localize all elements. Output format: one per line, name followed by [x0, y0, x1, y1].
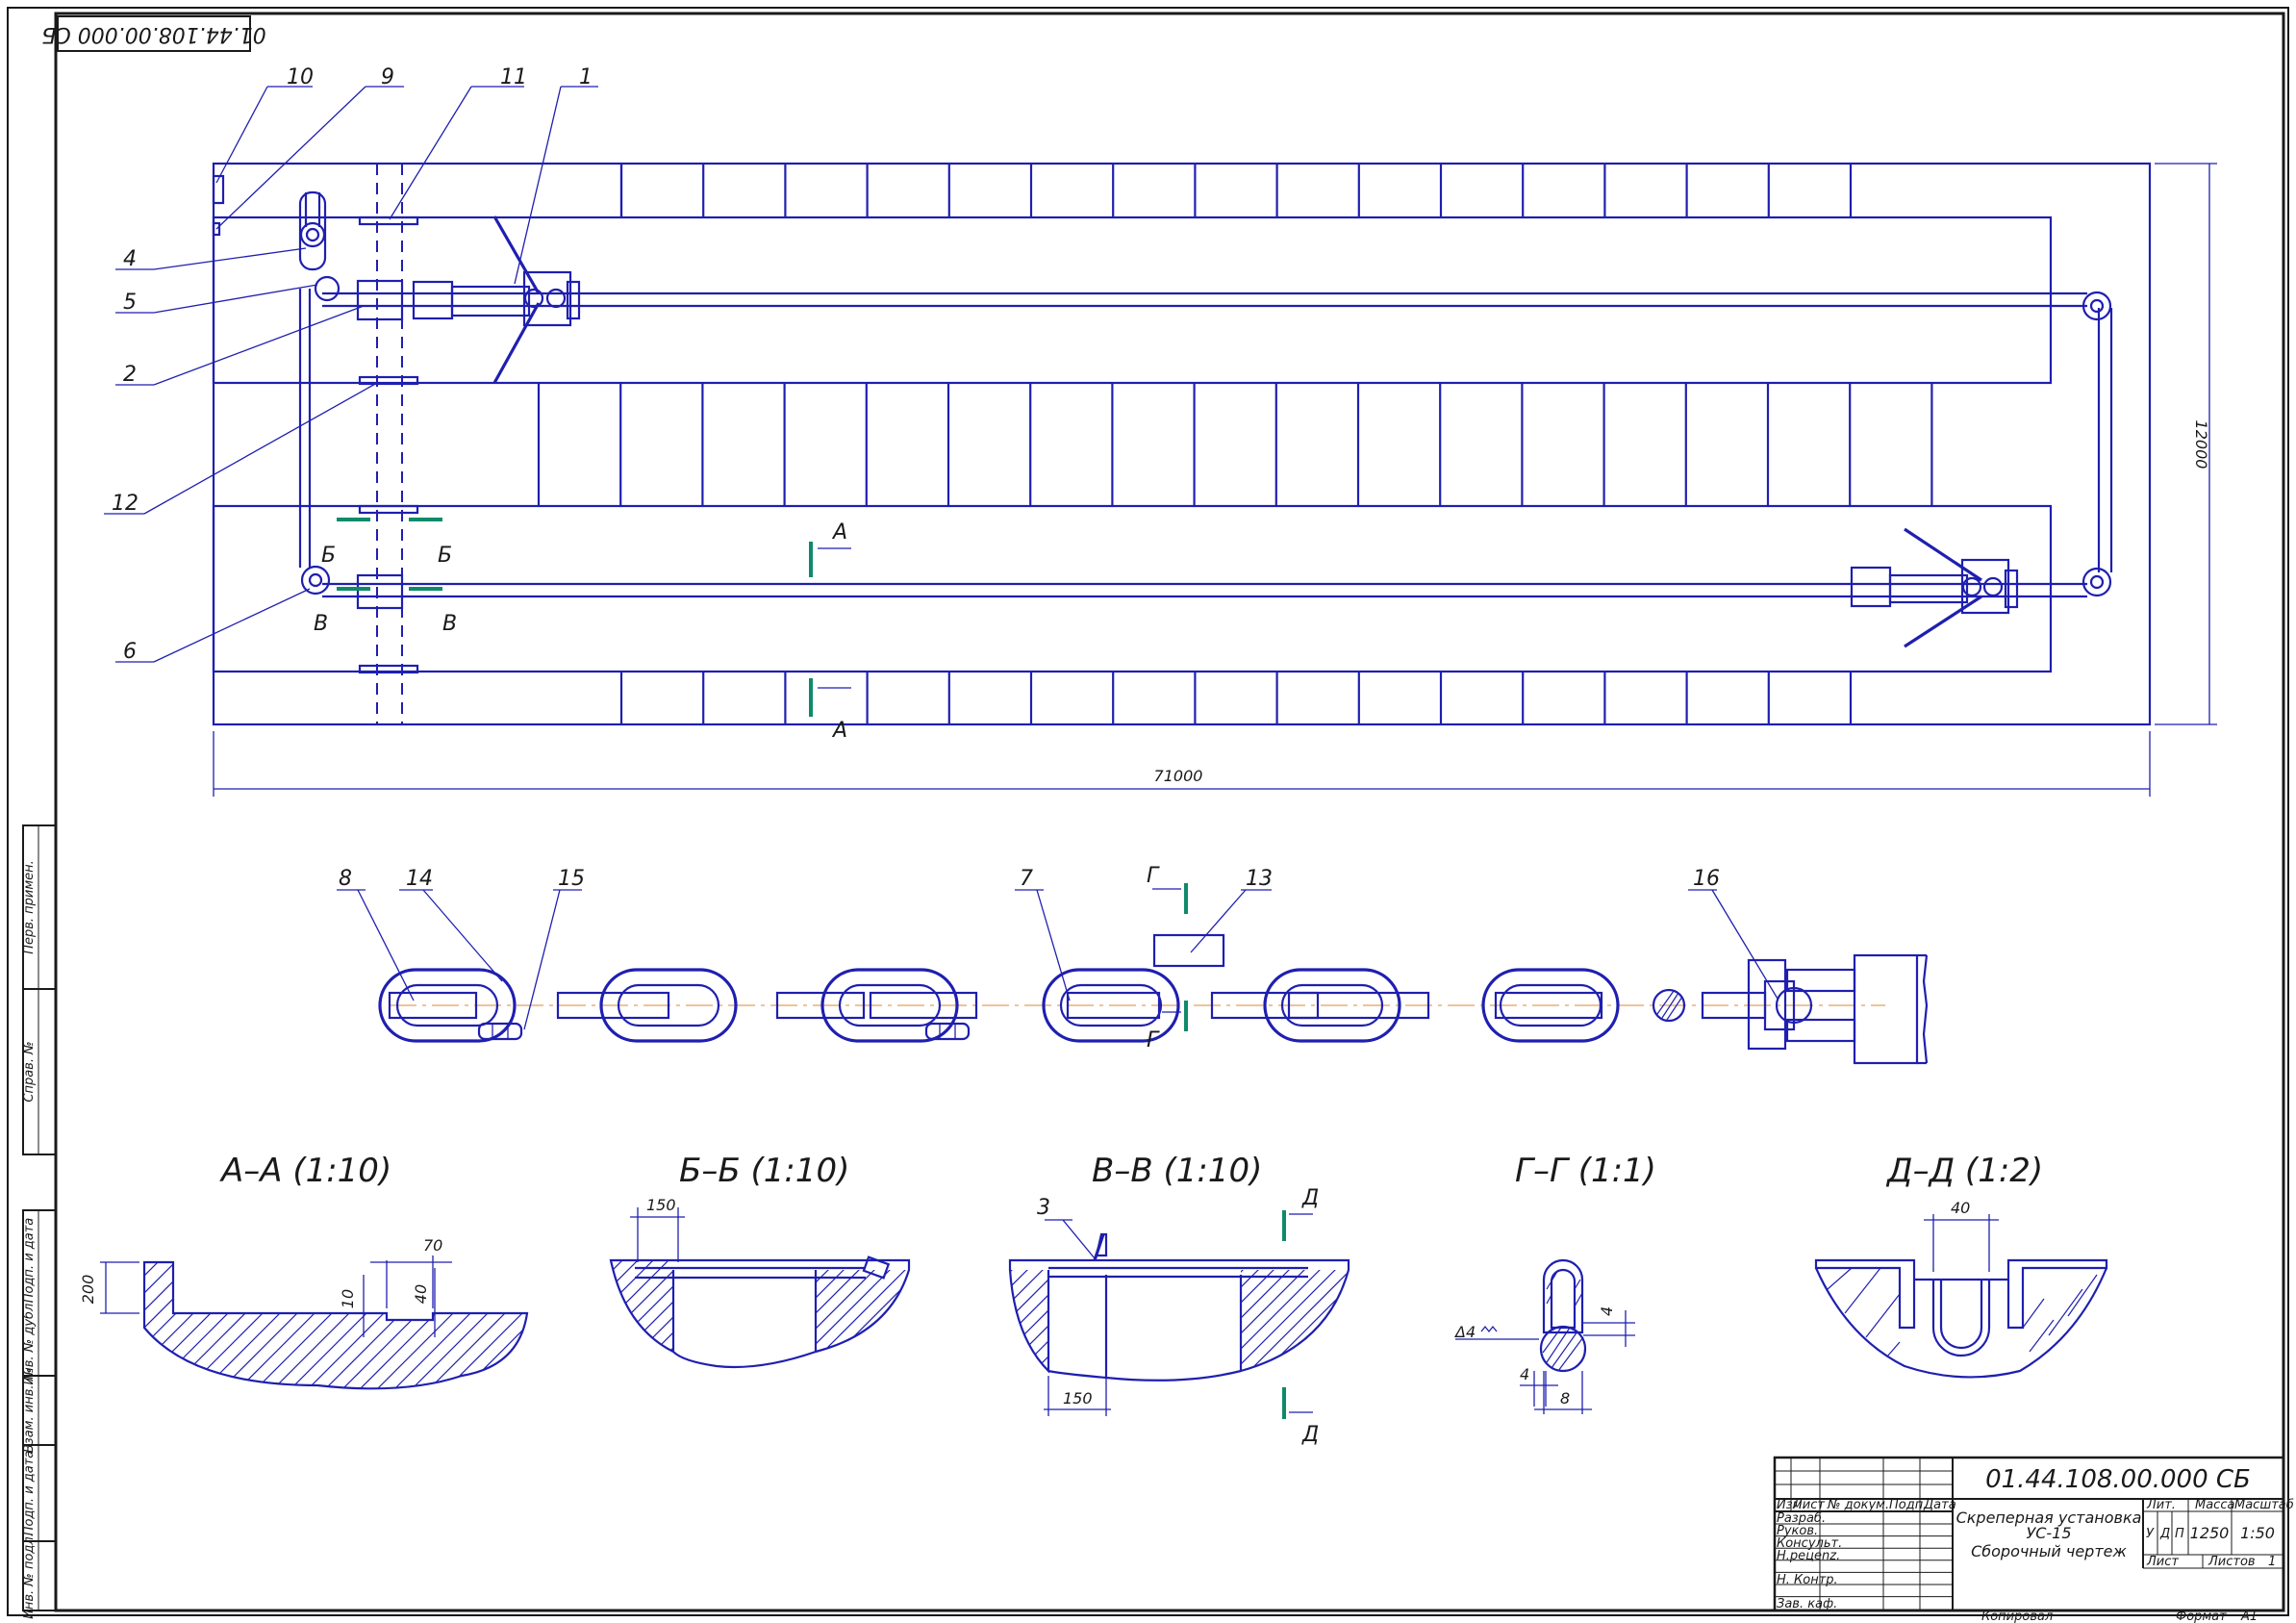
dim-dd-40: 40: [1951, 1199, 1970, 1217]
callout-2: 2: [123, 363, 137, 387]
dim-gg-8: 8: [1560, 1389, 1570, 1407]
weld-gg: Δ4: [1453, 1323, 1476, 1341]
title-name-2: УС-15: [2026, 1524, 2071, 1542]
svg-text:Справ. №: Справ. №: [22, 1041, 37, 1102]
dim-length: 71000: [1154, 767, 1203, 785]
dim-bb-150: 150: [646, 1196, 676, 1214]
svg-text:№ докум.: № докум.: [1827, 1498, 1889, 1512]
cut-b-right: Б: [438, 544, 452, 568]
cut-v-left: В: [314, 612, 328, 636]
callout-7: 7: [1020, 867, 1033, 891]
svg-text:Инв. № дубл.: Инв. № дубл.: [22, 1300, 37, 1385]
copied-label: Копировал: [1981, 1610, 2053, 1623]
dim-aa-200: 200: [79, 1275, 97, 1305]
section-headings: А–А (1:10) Б–Б (1:10) В–В (1:10) Г–Г (1:…: [219, 1152, 2043, 1190]
svg-text:Лист: Лист: [1792, 1498, 1825, 1512]
mass-value: 1250: [2190, 1524, 2230, 1542]
title-doc-type: Сборочный чертеж: [1971, 1542, 2127, 1560]
dim-aa-40: 40: [412, 1284, 430, 1304]
svg-text:Листов: Листов: [2208, 1555, 2256, 1569]
title-name-1: Скреперная установка: [1956, 1509, 2142, 1527]
cut-v-right: В: [442, 612, 457, 636]
svg-text:Подп. и дата: Подп. и дата: [22, 1451, 37, 1536]
svg-text:Масштаб: Масштаб: [2234, 1498, 2294, 1512]
section-vv-title: В–В (1:10): [1092, 1152, 1262, 1190]
svg-text:Дата: Дата: [1923, 1498, 1956, 1512]
section-aa-title: А–А (1:10): [219, 1152, 391, 1190]
section-gg-title: Г–Г (1:1): [1515, 1152, 1656, 1190]
title-code: 01.44.108.00.000 СБ: [1985, 1465, 2251, 1494]
dim-gg-4-top: 4: [1598, 1306, 1616, 1316]
svg-text:1: 1: [2268, 1555, 2276, 1569]
svg-text:Разраб.: Разраб.: [1777, 1511, 1826, 1526]
cut-a-top: А: [831, 520, 847, 545]
side-stamp-column: Перв. примен. Справ. № Подп. и дата Инв.…: [22, 824, 57, 1619]
plan-leaders: [104, 86, 598, 663]
svg-text:Подп. и дата: Подп. и дата: [22, 1218, 37, 1304]
cut-g-bottom: Г: [1147, 1028, 1160, 1052]
chain-leaders: [337, 889, 1779, 1030]
svg-text:Руков.: Руков.: [1777, 1524, 1818, 1538]
scale-value: 1:50: [2240, 1524, 2275, 1542]
svg-text:Перв. примен.: Перв. примен.: [22, 860, 37, 954]
plan-view: А А Б Б В В 71000 12000: [212, 162, 2217, 797]
svg-text:Изм.: Изм.: [1777, 1498, 1806, 1512]
cut-a-bottom: А: [831, 719, 847, 743]
dim-vv-150: 150: [1063, 1389, 1093, 1407]
section-bb: 150: [609, 1196, 911, 1369]
svg-text:Н.рецenz.: Н.рецenz.: [1777, 1549, 1840, 1563]
format-value: А1: [2240, 1610, 2258, 1623]
callout-15: 15: [558, 867, 585, 891]
title-block: 01.44.108.00.000 СБ Скреперная установка…: [1773, 1456, 2294, 1623]
chain-view: Г Г: [378, 864, 1929, 1065]
section-vv: Д Д 150 3: [1008, 1186, 1350, 1447]
drawing-frame: [54, 12, 2285, 1612]
section-bb-title: Б–Б (1:10): [679, 1152, 849, 1190]
callout-9: 9: [381, 65, 394, 89]
callout-11: 11: [500, 65, 527, 89]
cut-d-bottom: Д: [1301, 1423, 1319, 1447]
svg-text:Н. Контр.: Н. Контр.: [1777, 1573, 1838, 1587]
callout-1: 1: [579, 65, 593, 89]
callout-3: 3: [1037, 1196, 1050, 1220]
svg-text:Лист: Лист: [2146, 1555, 2179, 1569]
dim-aa-70: 70: [423, 1236, 442, 1255]
callout-10: 10: [287, 65, 314, 89]
rotated-code-stamp: 01.44.108.00.000 СБ: [41, 15, 266, 52]
cut-d-top: Д: [1301, 1186, 1319, 1210]
callout-4: 4: [123, 247, 137, 271]
svg-text:Инв. № подл.: Инв. № подл.: [22, 1533, 37, 1619]
svg-text:Лит.: Лит.: [2146, 1498, 2176, 1512]
dim-width: 12000: [2192, 420, 2210, 469]
dim-gg-4-left: 4: [1520, 1365, 1529, 1383]
cut-g-top: Г: [1147, 864, 1160, 888]
scraper-lower: [1850, 527, 2019, 648]
svg-text:Д: Д: [2159, 1527, 2170, 1541]
svg-text:Консульт.: Консульт.: [1777, 1536, 1842, 1551]
svg-text:П: П: [2175, 1527, 2184, 1541]
dim-aa-10: 10: [339, 1289, 357, 1308]
callout-8: 8: [339, 867, 352, 891]
cut-b-left: Б: [321, 544, 336, 568]
svg-text:01.44.108.00.000 СБ: 01.44.108.00.000 СБ: [41, 22, 265, 46]
callout-13: 13: [1246, 867, 1273, 891]
scraper-upper: [412, 216, 581, 384]
svg-text:Взам. инв. №: Взам. инв. №: [22, 1368, 37, 1453]
svg-text:Масса: Масса: [2195, 1498, 2234, 1512]
svg-text:Зав. каф.: Зав. каф.: [1777, 1597, 1837, 1611]
callout-12: 12: [112, 492, 139, 516]
svg-text:У: У: [2146, 1527, 2155, 1541]
callout-16: 16: [1693, 867, 1720, 891]
callout-5: 5: [123, 291, 137, 315]
section-dd-title: Д–Д (1:2): [1885, 1152, 2043, 1190]
section-dd: 40: [1814, 1199, 2108, 1379]
callout-6: 6: [123, 640, 137, 664]
section-aa: 200 70 10 40: [79, 1236, 529, 1390]
format-label: Формат: [2176, 1610, 2227, 1623]
callout-14: 14: [406, 867, 433, 891]
svg-text:Подп.: Подп.: [1889, 1498, 1927, 1512]
section-gg: 4 Δ4 4 8: [1453, 1258, 1635, 1414]
